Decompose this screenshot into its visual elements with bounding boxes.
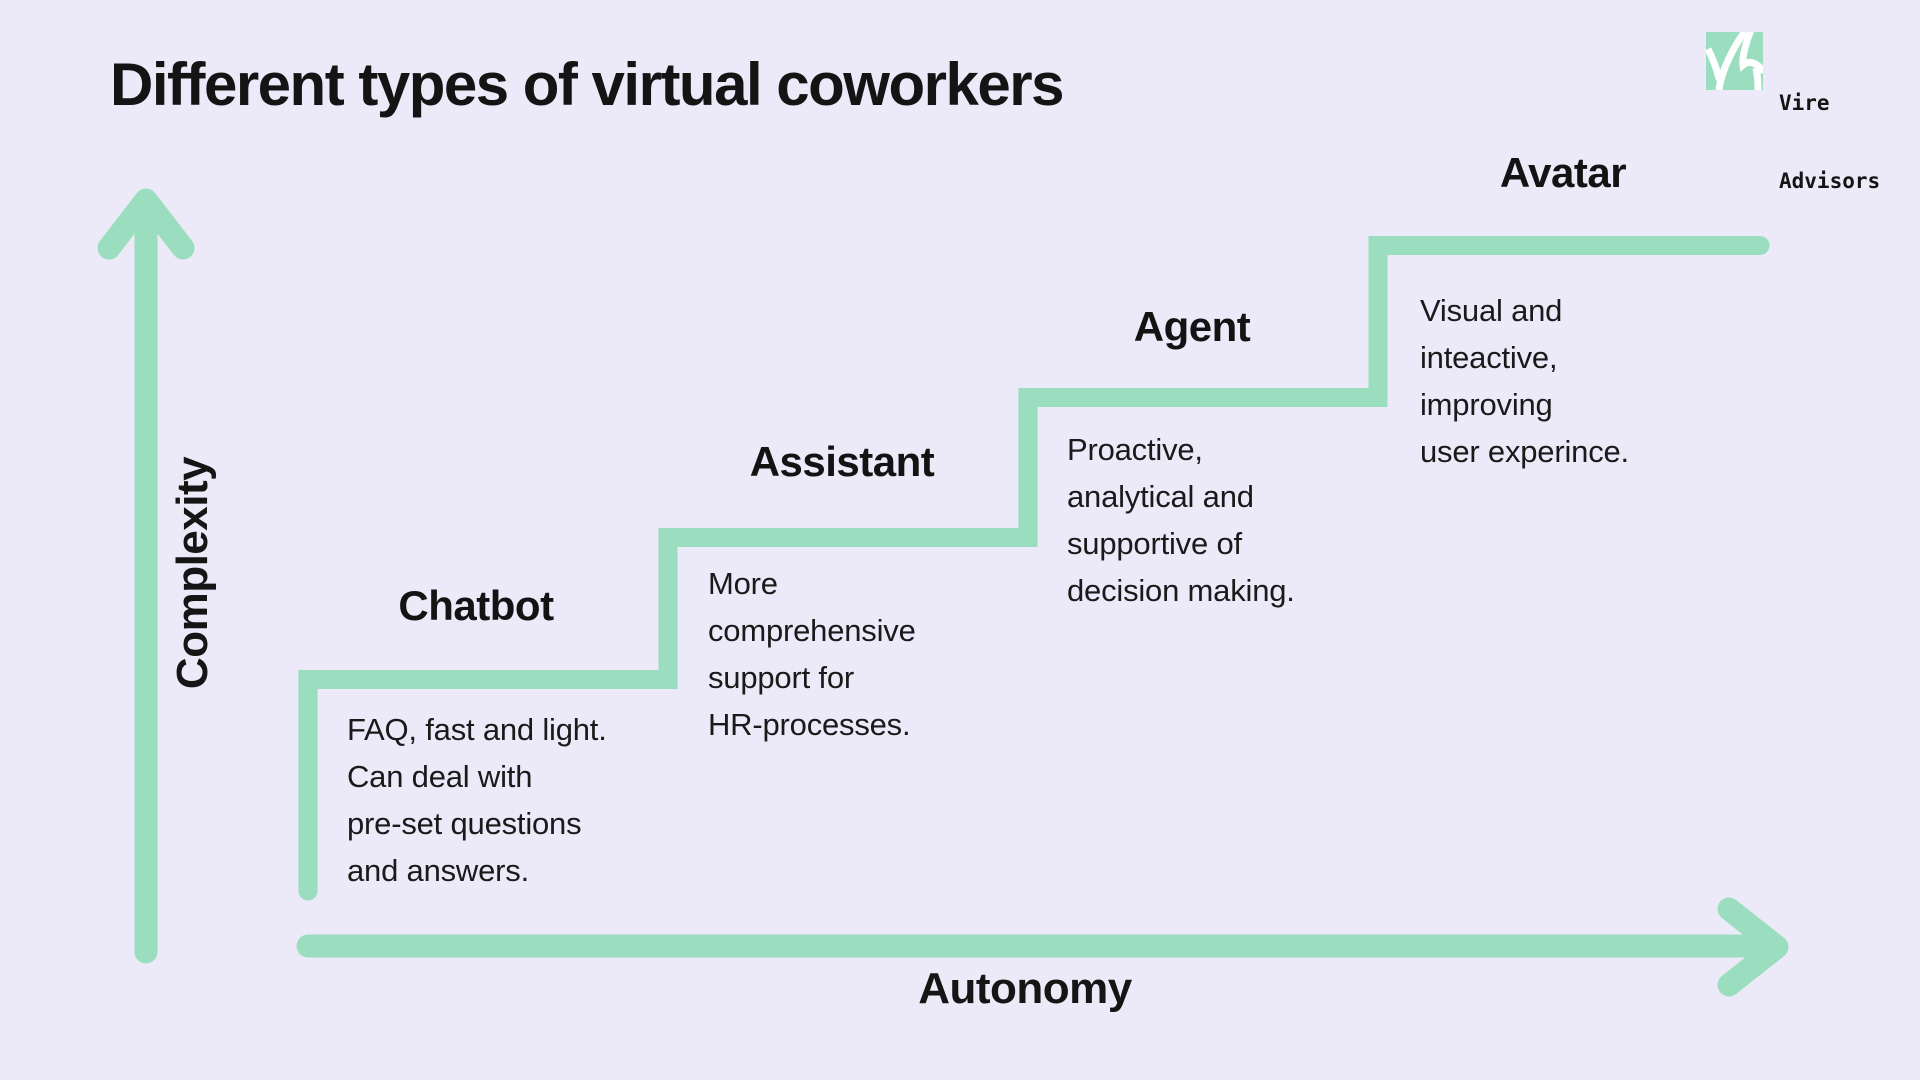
step-label-chatbot: Chatbot (398, 582, 554, 629)
step-description-assistant: More comprehensive support for HR-proces… (708, 560, 916, 748)
logo-wordmark-line1: Vire (1779, 91, 1830, 115)
step-label-agent: Agent (1133, 303, 1251, 350)
step-label-avatar: Avatar (1499, 149, 1627, 196)
step-description-line: supportive of (1067, 526, 1242, 561)
step-description-line: user experince. (1420, 434, 1629, 469)
step-description-line: pre-set questions (347, 806, 582, 841)
step-description-line: inteactive, (1420, 340, 1558, 375)
step-description-agent: Proactive, analytical and supportive of … (1067, 426, 1295, 614)
vire-advisors-logo-icon (1706, 32, 1763, 90)
step-description-line: Visual and (1420, 293, 1563, 328)
step-description-line: decision making. (1067, 573, 1295, 608)
step-description-line: support for (708, 660, 854, 695)
logo: Vire Advisors (1706, 32, 1880, 246)
step-description-line: improving (1420, 387, 1553, 422)
step-description-avatar: Visual and inteactive, improving user ex… (1420, 287, 1629, 475)
page-title: Different types of virtual coworkers (110, 51, 1064, 118)
step-description-line: Can deal with (347, 759, 533, 794)
step-description-chatbot: FAQ, fast and light. Can deal with pre-s… (347, 706, 607, 894)
step-description-line: Proactive, (1067, 432, 1203, 467)
step-description-line: FAQ, fast and light. (347, 712, 607, 747)
logo-wordmark: Vire Advisors (1779, 38, 1880, 246)
x-axis-label: Autonomy (918, 964, 1132, 1013)
step-description-line: More (708, 566, 778, 601)
logo-wordmark-line2: Advisors (1779, 169, 1881, 193)
step-description-line: HR-processes. (708, 707, 911, 742)
step-description-line: analytical and (1067, 479, 1254, 514)
step-label-assistant: Assistant (749, 438, 935, 485)
step-description-line: comprehensive (708, 613, 916, 648)
step-description-line: and answers. (347, 853, 529, 888)
y-axis-label: Complexity (168, 456, 217, 690)
